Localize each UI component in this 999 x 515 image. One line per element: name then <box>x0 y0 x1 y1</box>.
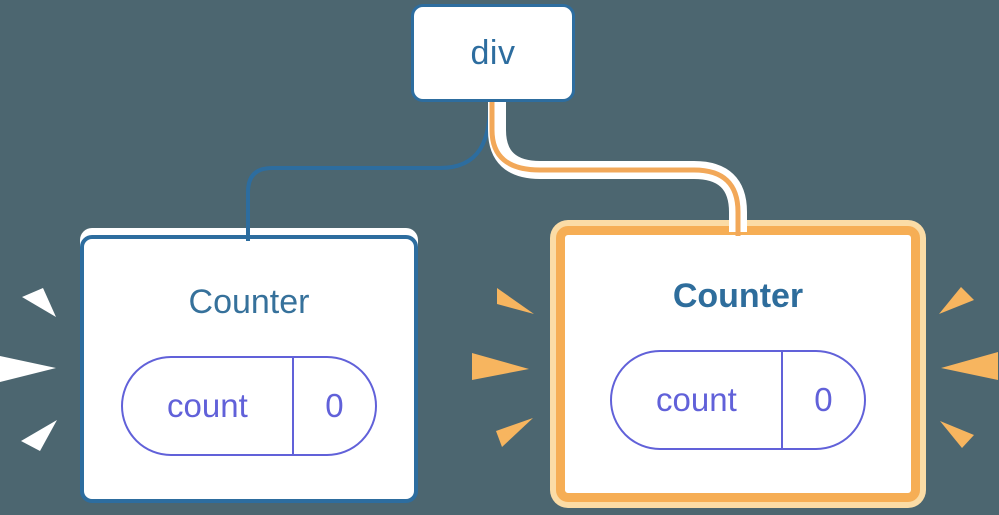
counter-card-right: Counter count 0 <box>556 226 920 502</box>
state-value-right: 0 <box>814 381 833 418</box>
spark-orange-top-right-icon <box>939 287 974 314</box>
state-pill-left: count 0 <box>121 356 377 456</box>
spark-orange-top-left-icon <box>497 288 534 314</box>
connector-line-right-icon <box>489 102 741 236</box>
render-sparks-white <box>0 288 57 451</box>
spark-white-bottom-icon <box>21 420 57 451</box>
connector-line-left-icon <box>246 102 492 241</box>
state-key-right: count <box>612 352 783 448</box>
spark-orange-bottom-right-icon <box>940 421 974 448</box>
spark-white-middle-icon <box>0 356 56 382</box>
spark-orange-middle-right-icon <box>941 352 998 380</box>
root-node-label: div <box>470 33 516 72</box>
state-key-left: count <box>123 358 294 454</box>
render-sparks-orange-left <box>472 288 534 447</box>
spark-orange-bottom-left-icon <box>496 418 533 447</box>
spark-white-top-icon <box>22 288 56 317</box>
state-value-left: 0 <box>325 387 344 424</box>
state-pill-right: count 0 <box>610 350 866 450</box>
counter-title-left: Counter <box>188 283 310 321</box>
counter-title-right: Counter <box>672 277 804 315</box>
root-node-div: div <box>411 4 575 102</box>
spark-orange-middle-left-icon <box>472 353 529 380</box>
counter-card-left: Counter count 0 <box>80 235 418 503</box>
render-sparks-orange-right <box>939 287 998 448</box>
connector-casing-right-icon <box>488 102 747 232</box>
